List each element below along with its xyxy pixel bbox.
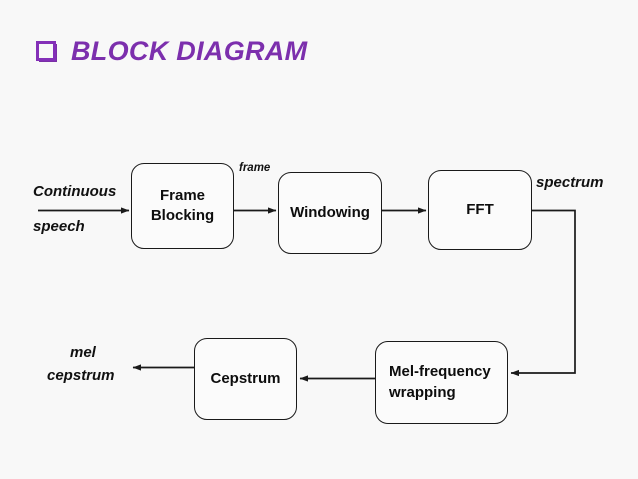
edge-label-mel: mel: [70, 344, 96, 361]
node-fft-label: FFT: [466, 200, 494, 218]
hollow-square-bullet-icon: [36, 41, 57, 62]
slide-title: BLOCK DIAGRAM: [36, 38, 307, 65]
page-title: BLOCK DIAGRAM: [71, 36, 308, 66]
node-cepstrum[interactable]: Cepstrum: [194, 338, 297, 420]
node-cepstrum-label: Cepstrum: [210, 369, 281, 387]
edge-label-cepstrum-output: cepstrum: [47, 367, 115, 384]
node-mel-frequency-wrapping[interactable]: Mel-frequency wrapping: [375, 341, 508, 424]
node-mel-frequency-wrapping-label: Mel-frequency wrapping: [389, 363, 491, 401]
node-windowing-label: Windowing: [290, 203, 370, 221]
node-frame-blocking-label: Frame Blocking: [150, 186, 215, 224]
edge-label-speech: speech: [33, 218, 85, 235]
edge-label-frame: frame: [239, 162, 271, 174]
node-fft[interactable]: FFT: [428, 170, 532, 250]
edge-label-continuous: Continuous: [33, 183, 117, 200]
node-frame-blocking[interactable]: Frame Blocking: [131, 163, 234, 249]
edge-label-spectrum: spectrum: [536, 174, 604, 191]
node-windowing[interactable]: Windowing: [278, 172, 382, 254]
